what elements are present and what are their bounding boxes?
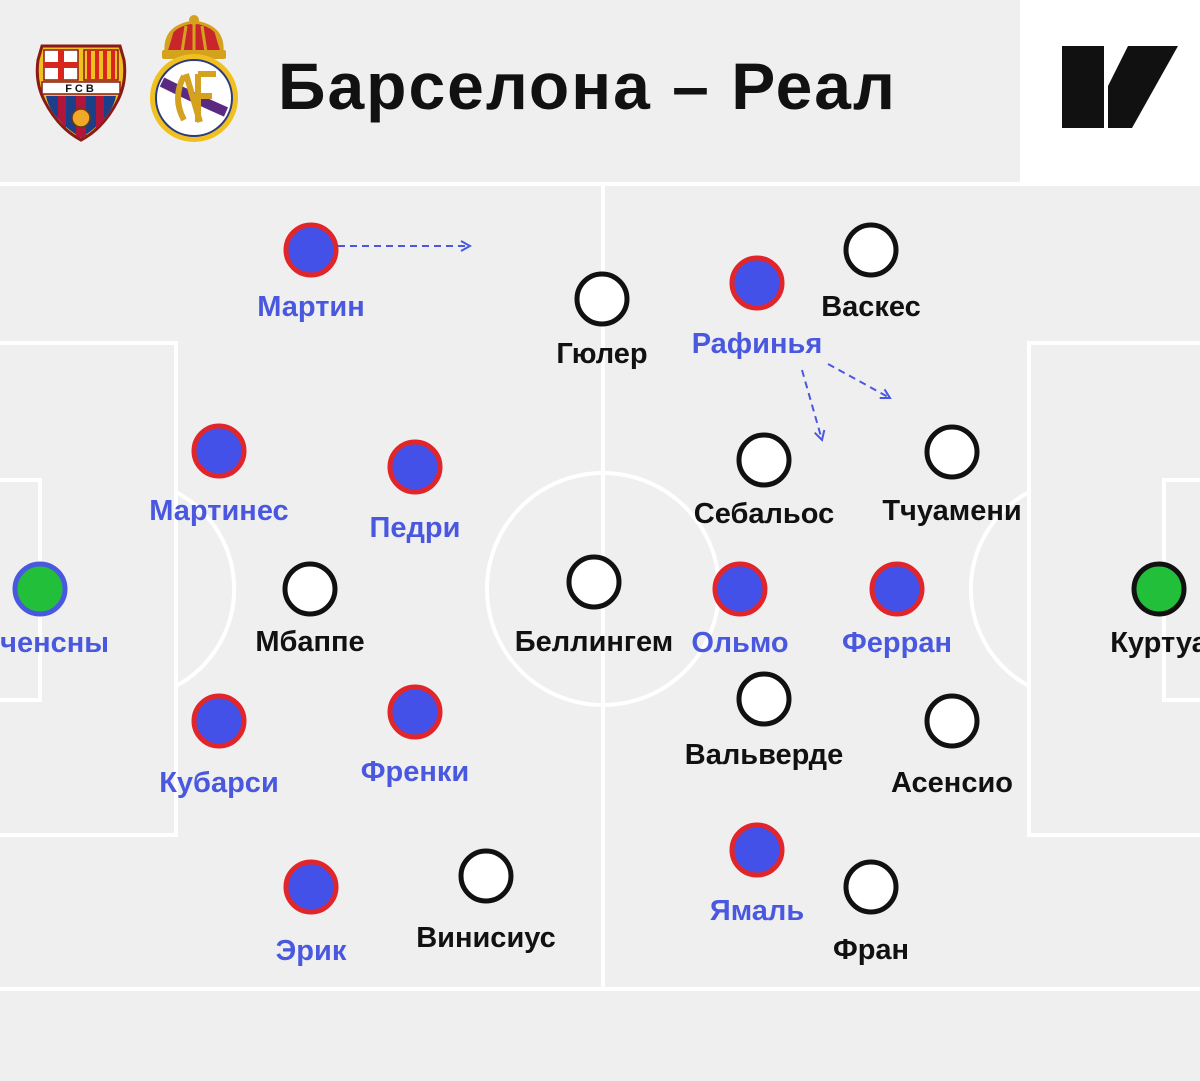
player-marker-martin xyxy=(283,222,339,278)
player-name-courtois: Куртуа xyxy=(1110,627,1200,659)
player-name-valverde: Вальверде xyxy=(684,739,844,771)
player-name-tchouameni: Тчуамени xyxy=(882,495,1022,527)
match-title: Барселона – Реал xyxy=(278,49,897,123)
header: FCB Барселона – Реал xyxy=(0,0,1200,182)
player-marker-mbappe xyxy=(282,561,338,617)
player-name-pedri: Педри xyxy=(369,512,461,544)
player-marker-bellingham xyxy=(566,554,622,610)
player-marker-courtois xyxy=(1131,561,1187,617)
player-marker-eric xyxy=(283,859,339,915)
player-name-asensio: Асенсио xyxy=(890,767,1014,799)
raphinha-run-arrow-inside xyxy=(801,369,822,440)
player-name-martin: Мартин xyxy=(257,291,365,323)
player-name-fran: Фран xyxy=(832,934,910,966)
player-name-eric: Эрик xyxy=(275,935,347,967)
player-name-olmo: Ольмо xyxy=(691,627,789,659)
player-marker-olmo xyxy=(712,561,768,617)
player-marker-ferran xyxy=(869,561,925,617)
player-marker-szczesny xyxy=(12,561,68,617)
player-marker-kubarsi xyxy=(191,693,247,749)
player-marker-pedri xyxy=(387,439,443,495)
right-penalty-arc xyxy=(968,490,1030,688)
player-name-mbappe: Мбаппе xyxy=(255,626,365,658)
player-marker-fran xyxy=(843,859,899,915)
brand-box xyxy=(1020,0,1200,182)
player-marker-martinez xyxy=(191,423,247,479)
player-name-guler: Гюлер xyxy=(556,338,648,370)
player-name-bellingham: Беллингем xyxy=(514,626,674,658)
player-name-vazquez: Васкес xyxy=(821,291,921,323)
right-penalty-area xyxy=(1027,341,1200,837)
left-penalty-area xyxy=(0,341,178,837)
player-marker-frenkie xyxy=(387,684,443,740)
player-name-szczesny: Шченсны xyxy=(0,627,110,659)
player-name-kubarsi: Кубарси xyxy=(159,767,279,799)
player-name-vinicius: Винисиус xyxy=(416,922,556,954)
pitch-outline xyxy=(0,182,1200,991)
player-markers xyxy=(12,222,1187,915)
player-marker-valverde xyxy=(736,671,792,727)
player-name-raphinha: Рафинья xyxy=(691,328,823,360)
barca-crest-letters: FCB xyxy=(65,83,97,95)
player-marker-guler xyxy=(574,271,630,327)
player-marker-yamal xyxy=(729,822,785,878)
player-name-yamal: Ямаль xyxy=(709,895,805,927)
player-name-ferran: Ферран xyxy=(842,627,952,659)
player-marker-raphinha xyxy=(729,255,785,311)
player-name-ceballos: Себальос xyxy=(693,498,835,530)
movement-arrows xyxy=(338,246,890,440)
raphinha-run-arrow-wide xyxy=(827,363,890,398)
player-marker-ceballos xyxy=(736,432,792,488)
player-marker-tchouameni xyxy=(924,424,980,480)
player-marker-asensio xyxy=(924,693,980,749)
player-marker-vinicius xyxy=(458,848,514,904)
sports-ru-logo-icon xyxy=(1062,46,1178,128)
left-penalty-arc xyxy=(175,490,237,688)
player-name-frenkie: Френки xyxy=(360,756,470,788)
player-marker-vazquez xyxy=(843,222,899,278)
player-name-martinez: Мартинес xyxy=(149,495,289,527)
real-madrid-crest-icon xyxy=(150,15,238,142)
fc-barcelona-crest-icon: FCB xyxy=(35,44,127,142)
